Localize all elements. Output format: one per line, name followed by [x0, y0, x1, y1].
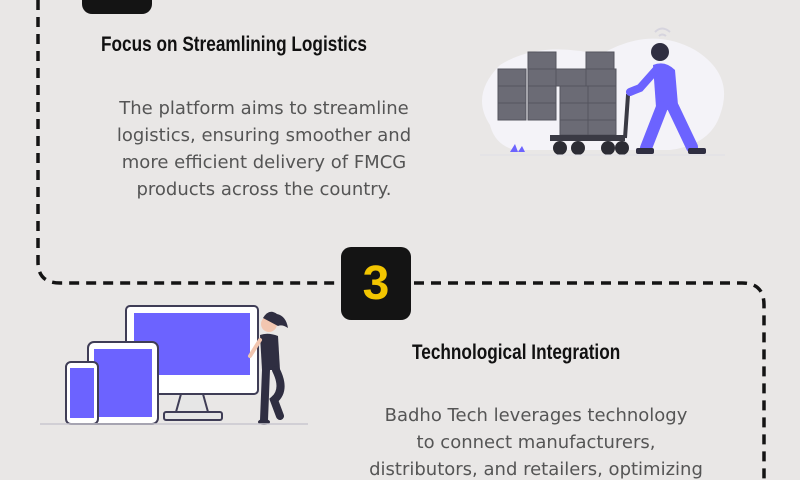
step-2-line: products across the country.	[136, 179, 392, 200]
step-3-description: Badho Tech leverages technology to conne…	[332, 402, 740, 480]
step-2-line: more efficient delivery of FMCG	[121, 152, 407, 173]
woman-with-devices-illustration	[40, 305, 308, 425]
step-2-line: logistics, ensuring smoother and	[116, 125, 412, 146]
step-3-line: Badho Tech leverages technology	[384, 405, 688, 426]
step-3-line: distributors, and retailers, optimizing	[369, 459, 703, 480]
step-2-description: The platform aims to streamline logistic…	[64, 95, 464, 203]
worker-pushing-box-cart-illustration	[480, 27, 725, 156]
step-2-badge: 2	[82, 0, 152, 14]
step-3-badge: 3	[341, 247, 411, 320]
step-2-line: The platform aims to streamline	[119, 98, 409, 119]
step-3-line: to connect manufacturers,	[416, 432, 656, 453]
step-3-title: Technological Integration	[412, 341, 621, 364]
step-2-title: Focus on Streamlining Logistics	[101, 33, 367, 56]
step-3-number: 3	[362, 257, 390, 310]
step-2-number: 2	[104, 0, 131, 9]
